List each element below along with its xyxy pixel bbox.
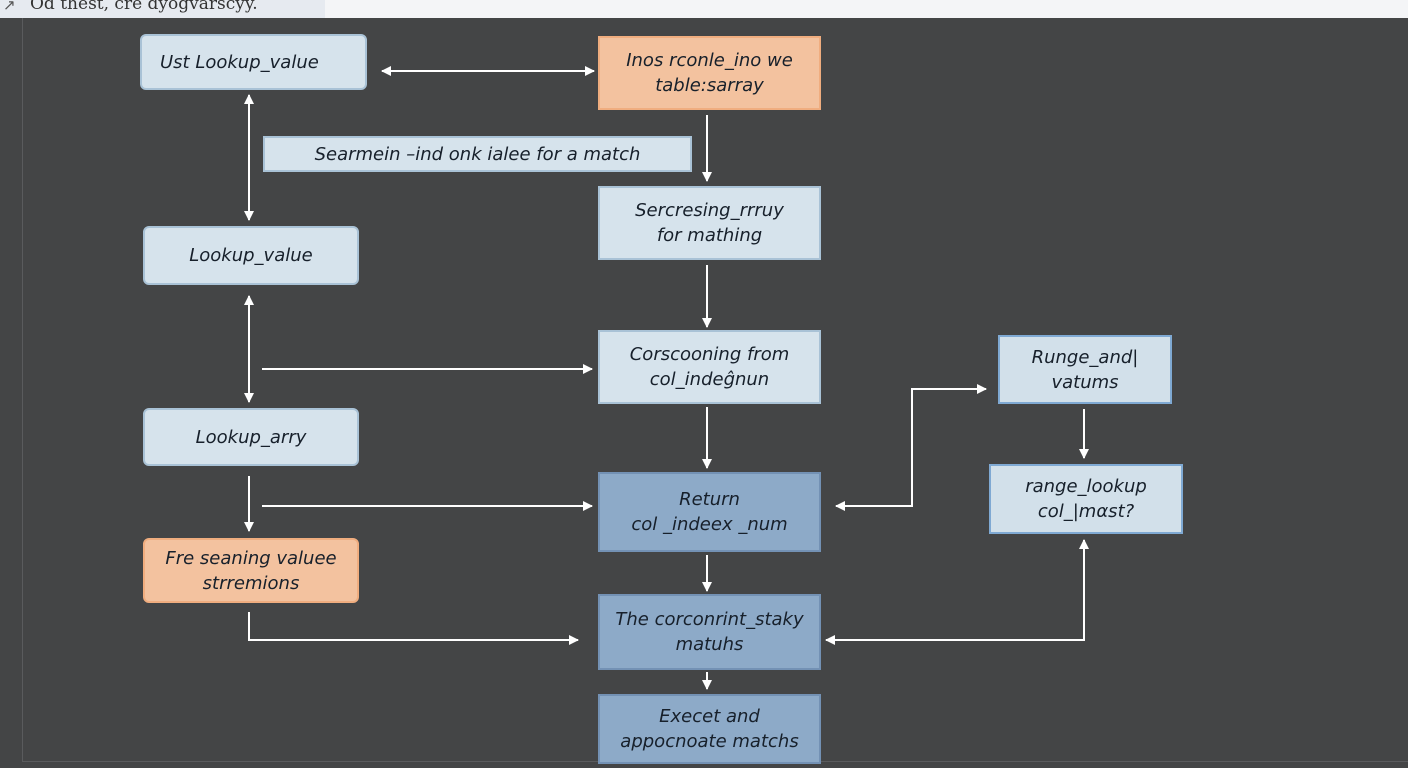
node-range-lookup[interactable]: range_lookup col_|mαst? xyxy=(989,464,1183,534)
node-correct-matches[interactable]: The corconrint_staky matuhs xyxy=(598,594,821,670)
node-exact-approx[interactable]: Execet and appocnoate matchs xyxy=(598,694,821,764)
arrow-free-to-correct xyxy=(248,612,579,645)
node-lookup-array[interactable]: Lookup_arry xyxy=(143,408,359,466)
arrow-return-range xyxy=(835,384,987,511)
node-search-banner[interactable]: Searmein –ind onk ialee for a match xyxy=(263,136,692,172)
node-lookup-value[interactable]: Lookup_value xyxy=(143,226,359,285)
node-free-seaning[interactable]: Fre seaning valuee strremions xyxy=(143,538,359,603)
arrow-lookup-to-correct xyxy=(825,539,1089,645)
title-tab[interactable] xyxy=(0,0,325,18)
node-return-col-index[interactable]: Return col _indeex _num xyxy=(598,472,821,552)
node-searching-array[interactable]: Sercresing_rrruy for mathing xyxy=(598,186,821,260)
node-range-and-values[interactable]: Runge_and| vatums xyxy=(998,335,1172,404)
window-titlebar: ↗ Od thest, cre dyogvarscyy. xyxy=(0,0,1408,18)
window-title: Od thest, cre dyogvarscyy. xyxy=(30,0,258,14)
pin-icon: ↗ xyxy=(3,0,16,14)
node-corresponding[interactable]: Corscooning from col_indeĝnun xyxy=(598,330,821,404)
node-input-table-array[interactable]: Inos rconle_ino we table:sarray xyxy=(598,36,821,110)
node-use-lookup-value[interactable]: Ust Lookup_value xyxy=(140,34,367,90)
